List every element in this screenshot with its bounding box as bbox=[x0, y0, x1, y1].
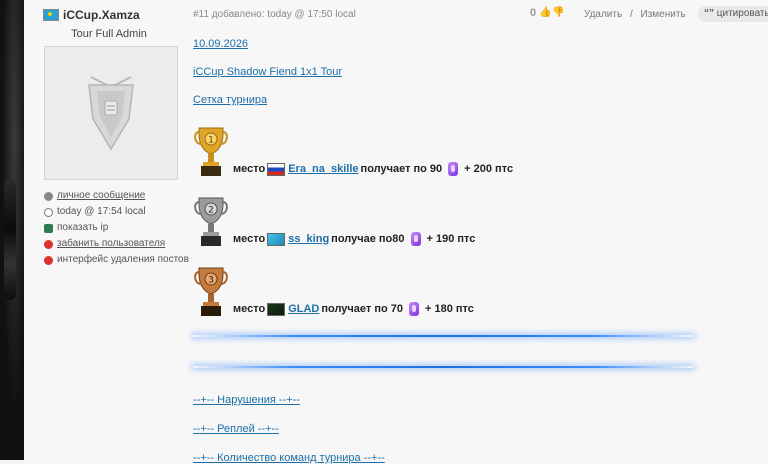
silver-trophy-icon: 2 bbox=[194, 197, 228, 246]
bracket-link[interactable]: Сетка турнира bbox=[193, 94, 268, 106]
divider-line bbox=[193, 366, 693, 368]
user-column: iCCup.Xamza Tour Full Admin личное сообщ… bbox=[24, 0, 194, 460]
thumbs-up-icon[interactable]: 👍 bbox=[539, 7, 552, 18]
place-text-2: место ss_king получае по80 + 190 птс bbox=[233, 232, 476, 246]
player-link-1[interactable]: Era_na_skille bbox=[288, 163, 359, 175]
show-ip-link[interactable]: показать ip bbox=[44, 220, 189, 236]
medal-icon bbox=[88, 76, 134, 151]
teams-count-spoiler-link[interactable]: --+-- Количество команд турнира --+-- bbox=[193, 452, 385, 464]
svg-text:3: 3 bbox=[208, 276, 214, 286]
edit-button[interactable]: Изменить bbox=[640, 9, 686, 20]
ban-icon bbox=[44, 239, 53, 249]
player-flag-icon bbox=[267, 232, 286, 246]
ban-user-link[interactable]: забанить пользователя bbox=[44, 236, 189, 252]
private-message-link[interactable]: личное сообщение bbox=[44, 188, 189, 204]
russia-flag-icon bbox=[267, 162, 286, 176]
delete-icon bbox=[44, 255, 53, 265]
gold-trophy-icon: 1 bbox=[194, 127, 228, 176]
player-flag-icon bbox=[267, 302, 286, 316]
post-actions: Удалить / Изменить bbox=[584, 9, 686, 20]
quote-icon: “” bbox=[704, 8, 714, 19]
player-link-3[interactable]: GLAD bbox=[288, 303, 320, 315]
user-role: Tour Full Admin bbox=[71, 28, 147, 40]
last-seen: today @ 17:54 local bbox=[44, 204, 189, 220]
message-icon bbox=[44, 191, 53, 201]
place-row-2: 2 место ss_king получае по80 + 190 птс bbox=[193, 188, 475, 250]
player-link-2[interactable]: ss_king bbox=[288, 233, 330, 245]
gem-icon bbox=[410, 232, 421, 246]
delete-button[interactable]: Удалить bbox=[584, 9, 623, 20]
delete-posts-interface-link[interactable]: интерфейс удаления постов bbox=[44, 252, 189, 268]
ip-icon bbox=[44, 223, 53, 233]
username-link[interactable]: iCCup.Xamza bbox=[63, 8, 140, 22]
place-row-3: 3 место GLAD получает по 70 + 180 птс bbox=[193, 258, 474, 320]
place-text-3: место GLAD получает по 70 + 180 птс bbox=[233, 302, 474, 316]
place-row-1: 1 место Era_na_skille получает по 90 + 2… bbox=[193, 118, 513, 180]
place-text-1: место Era_na_skille получает по 90 + 200… bbox=[233, 162, 514, 176]
vote-count: 0 bbox=[530, 7, 537, 19]
clock-icon bbox=[44, 207, 53, 217]
quote-button[interactable]: “” цитировать bbox=[698, 6, 768, 22]
svg-text:1: 1 bbox=[208, 136, 214, 146]
svg-text:2: 2 bbox=[208, 206, 214, 216]
gem-icon bbox=[409, 302, 419, 316]
tour-name-link[interactable]: iCCup Shadow Fiend 1x1 Tour bbox=[193, 66, 342, 78]
user-header: iCCup.Xamza bbox=[43, 8, 140, 22]
divider-line bbox=[193, 335, 693, 337]
thumbs-down-icon[interactable]: 👎 bbox=[552, 7, 565, 18]
post-votes: 0 👍 👎 bbox=[530, 7, 565, 19]
replays-spoiler-link[interactable]: --+-- Реплей --+-- bbox=[193, 423, 279, 435]
forum-post: iCCup.Xamza Tour Full Admin личное сообщ… bbox=[24, 0, 768, 464]
date-link[interactable]: 10.09.2026 bbox=[193, 38, 249, 50]
bronze-trophy-icon: 3 bbox=[194, 267, 228, 316]
actions-separator: / bbox=[629, 9, 633, 20]
gem-icon bbox=[448, 162, 459, 176]
user-actions: личное сообщение today @ 17:54 local пок… bbox=[44, 188, 189, 268]
avatar bbox=[44, 46, 178, 180]
post-meta: #11 добавлено: today @ 17:50 local bbox=[193, 9, 356, 20]
country-flag-icon bbox=[43, 9, 59, 21]
violations-spoiler-link[interactable]: --+-- Нарушения --+-- bbox=[193, 394, 300, 406]
background-decoration bbox=[0, 0, 24, 460]
